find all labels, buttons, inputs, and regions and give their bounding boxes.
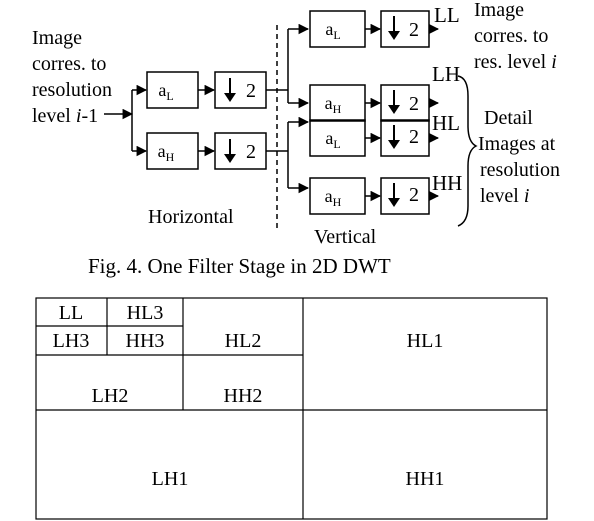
vertical-lh-filter-label: aH [325, 93, 342, 116]
vertical-hl-downsample-factor: 2 [409, 126, 419, 148]
subband-lh1: LH1 [152, 468, 189, 490]
subband-lh2: LH2 [92, 385, 129, 407]
ll-note-line-1: Image [474, 0, 524, 21]
subband-labels: LL HL3 LH3 HH3 HL2 LH2 HH2 HL1 LH1 HH1 [53, 302, 445, 490]
grid-outer [35, 297, 548, 520]
ll-note: Image corres. to res. level i [474, 0, 557, 73]
subband-hl1: HL1 [407, 330, 444, 352]
detail-note: Detail Images at resolution level i [478, 107, 560, 207]
subband-lh3: LH3 [53, 330, 90, 352]
output-ll-label: LL [434, 3, 460, 27]
output-hl-label: HL [432, 111, 460, 135]
figure-caption: Fig. 4. One Filter Stage in 2D DWT [88, 254, 391, 278]
subband-hh2: HH2 [224, 385, 263, 407]
input-label-line-3: resolution [32, 79, 112, 101]
ll-note-line-3: res. level i [474, 51, 557, 73]
horizontal-low-downsampler [214, 71, 267, 109]
detail-note-line-1: Detail [484, 107, 533, 129]
input-label-line-1: Image [32, 27, 82, 49]
vertical-ll-filter-label: aL [325, 19, 340, 42]
down-arrow-icon [388, 125, 400, 149]
horizontal-lowpass-label: aL [158, 80, 173, 103]
vertical-lh-downsampler [380, 84, 430, 122]
vertical-ll-downsampler [380, 10, 430, 48]
vertical-hh-filter-label: aH [325, 186, 342, 209]
ll-note-line-2: corres. to [474, 25, 548, 47]
input-label-line-4: level i-1 [32, 105, 98, 127]
output-lh-label: LH [432, 62, 460, 86]
down-arrow-icon [388, 90, 400, 114]
vertical-hh-downsampler [380, 177, 430, 215]
down-arrow-icon [388, 183, 400, 207]
horizontal-high-downsample-factor: 2 [246, 141, 256, 163]
input-connectors [104, 84, 148, 157]
horizontal-low-downsample-factor: 2 [246, 80, 256, 102]
vertical-ll-downsample-factor: 2 [409, 19, 419, 41]
down-arrow-icon [388, 16, 400, 40]
horizontal-stage: aL aH 2 2 [146, 71, 267, 170]
horizontal-high-downsampler [214, 132, 267, 170]
subband-ll: LL [59, 302, 83, 324]
input-label: Image corres. to resolution level i-1 [32, 27, 112, 127]
horizontal-stage-label: Horizontal [148, 206, 234, 228]
vertical-stage-label: Vertical [314, 226, 377, 248]
down-arrow-icon [224, 78, 236, 102]
vertical-stage: aL 2 LL aH 2 LH aL 2 HL [309, 3, 462, 215]
subband-hl3: HL3 [127, 302, 164, 324]
subband-grid [35, 297, 548, 520]
detail-note-line-2: Images at [478, 133, 556, 155]
vertical-hh-downsample-factor: 2 [409, 184, 419, 206]
vertical-hl-filter-label: aL [325, 128, 340, 151]
vertical-hl-downsampler [380, 119, 430, 157]
subband-hh1: HH1 [406, 468, 445, 490]
input-label-line-2: corres. to [32, 53, 106, 75]
horizontal-highpass-label: aH [158, 141, 175, 164]
detail-note-line-3: resolution [480, 159, 560, 181]
detail-note-line-4: level i [480, 185, 529, 207]
subband-hh3: HH3 [126, 330, 165, 352]
subband-hl2: HL2 [225, 330, 262, 352]
middle-connectors [266, 23, 310, 194]
detail-brace [457, 75, 478, 227]
down-arrow-icon [224, 139, 236, 163]
vertical-lh-downsample-factor: 2 [409, 93, 419, 115]
output-hh-label: HH [432, 171, 462, 195]
